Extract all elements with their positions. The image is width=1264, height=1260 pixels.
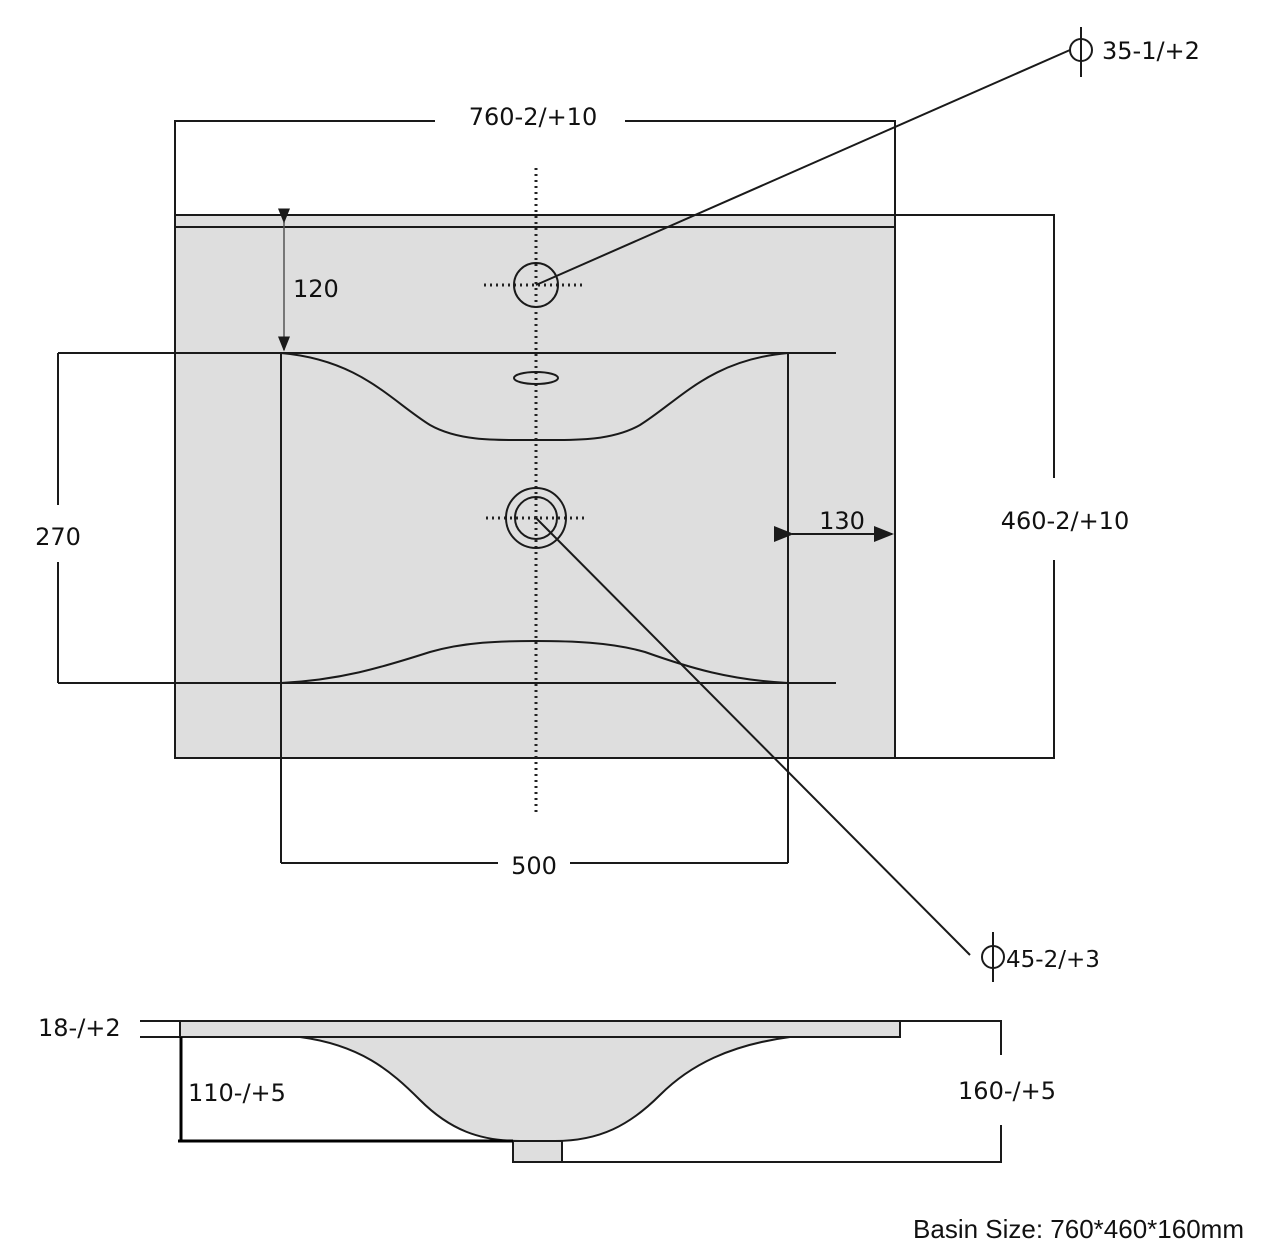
top-view: 760-2/+10 35-1/+2 120 270 130 460-2/+10 … [35,27,1200,982]
overflow-hole [513,371,559,385]
bowl-height-dimension [178,1037,513,1143]
tap-offset-label: 120 [293,275,339,303]
bowl-profile [299,1036,791,1142]
drain-inner [514,496,558,540]
flange-label: 18-/+2 [38,1014,121,1042]
bowl-width-label: 500 [511,852,557,880]
drain-leader [535,517,971,956]
side-margin-label: 130 [819,507,865,535]
tap-diameter-label: 35-1/+2 [1102,37,1200,65]
drain-diameter-label: 45-2/+3 [1006,947,1100,973]
bowl-depth-label: 270 [35,523,81,551]
total-height-label: 160-/+5 [958,1077,1056,1105]
bowl-height-label: 110-/+5 [188,1079,286,1107]
width-label: 760-2/+10 [469,103,597,131]
width-dimension [174,120,896,215]
flange [179,1020,901,1038]
diameter-icon [1069,27,1093,77]
drain-outlet [512,1140,563,1163]
basin-size-caption: Basin Size: 760*460*160mm [913,1214,1244,1244]
flange-dimension [140,1020,180,1038]
drain-outer [505,487,567,549]
side-view: 18-/+2 110-/+5 160-/+5 [38,1014,1056,1163]
tap-hole [513,262,559,308]
diameter-icon [981,932,1005,982]
depth-dimension [895,214,1055,759]
depth-label: 460-2/+10 [1001,507,1129,535]
bowl-front-curve [280,639,789,684]
total-height-dimension [562,1020,1002,1163]
tap-leader [535,49,1071,286]
